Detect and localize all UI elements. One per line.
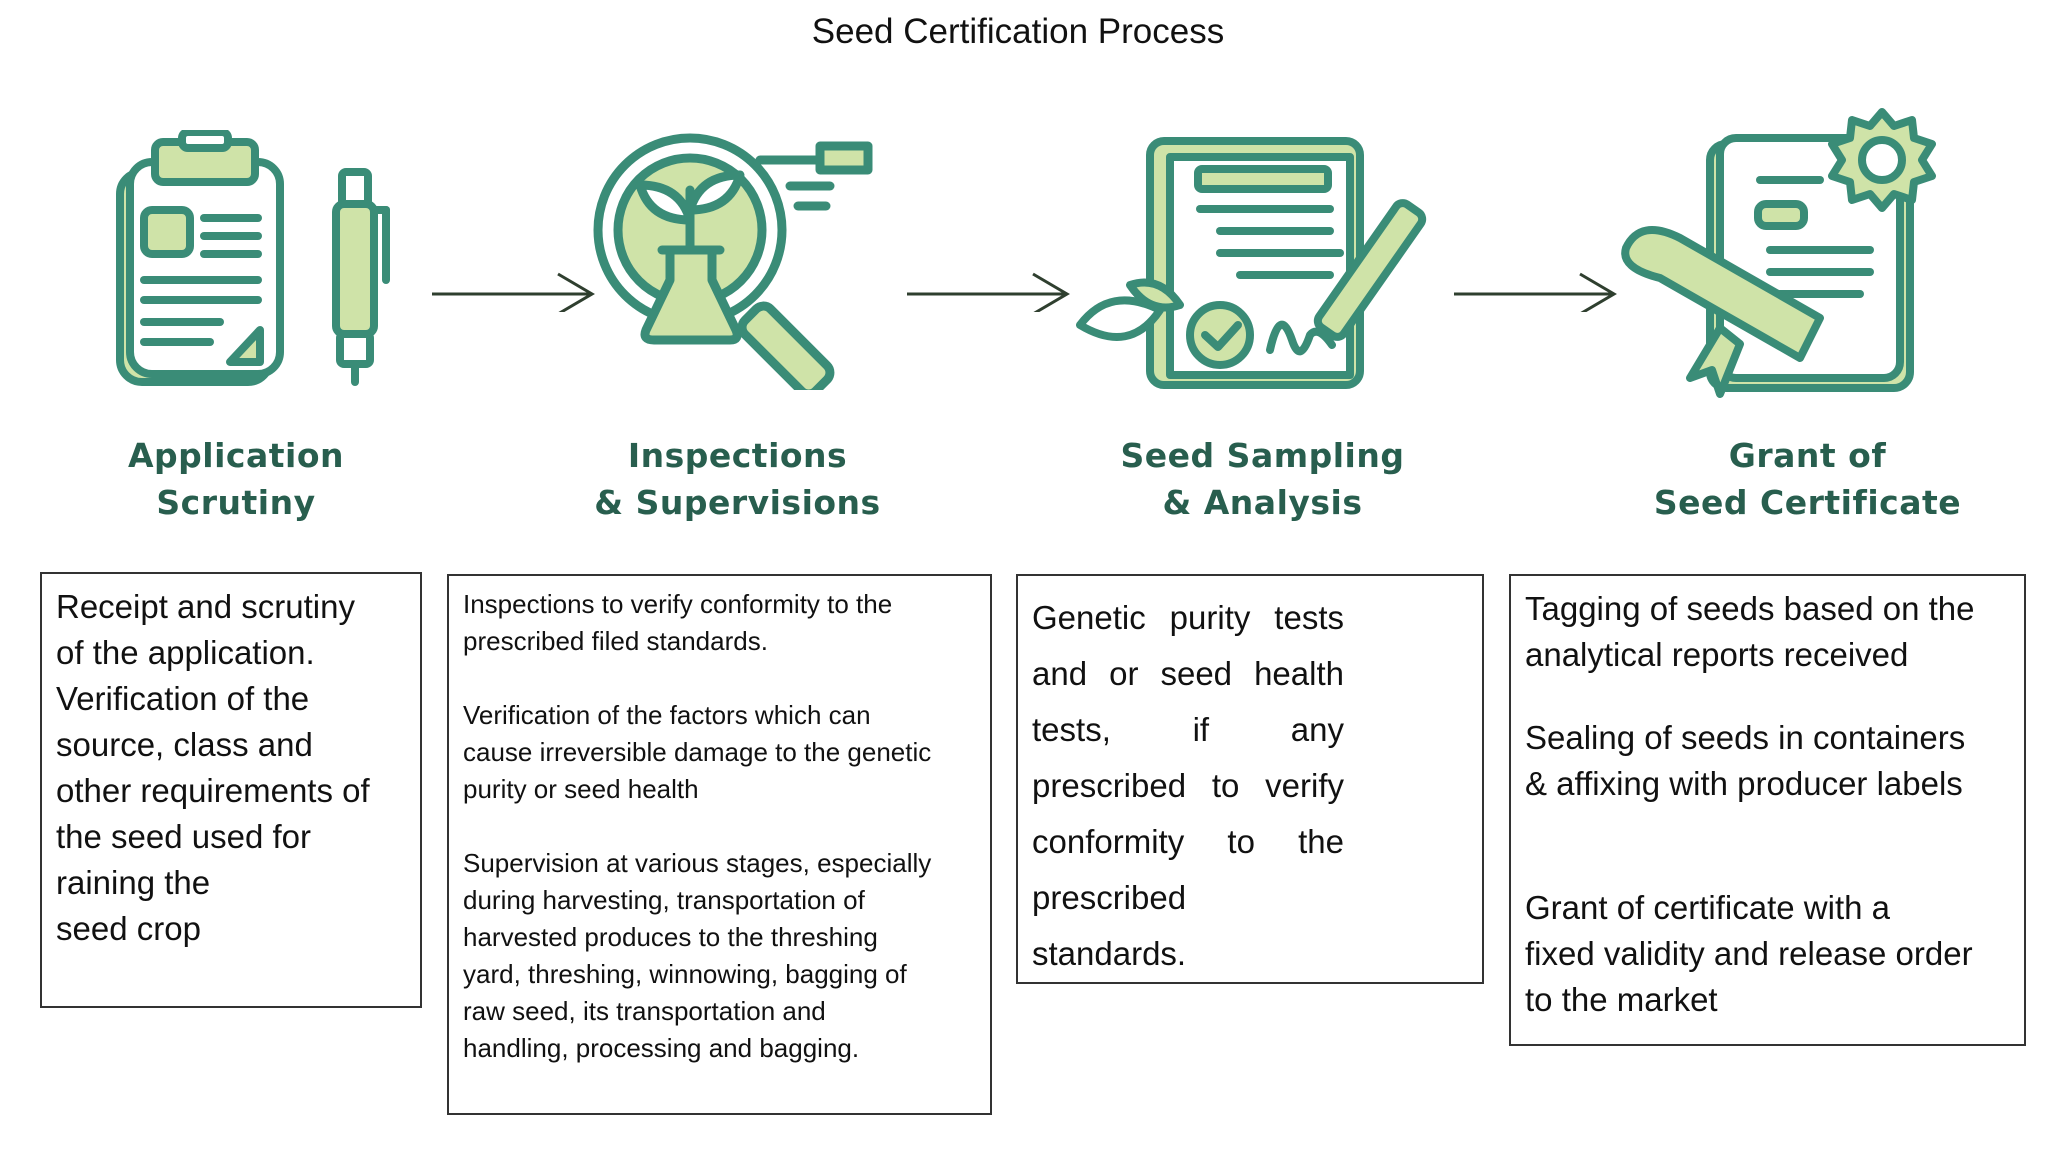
step-4-label: Grant of Seed Certificate — [1653, 436, 1962, 522]
step-2-description: Inspections to verify conformity to the … — [447, 574, 992, 1115]
arrow-2-3 — [907, 272, 1070, 312]
step-2-label: Inspections & Supervisions — [594, 436, 881, 522]
step-3-label: Seed Sampling & Analysis — [1120, 436, 1405, 522]
clipboard-pen-icon — [116, 130, 390, 386]
step-4-description: Tagging of seeds based on the analytical… — [1509, 574, 2026, 1046]
magnifier-plant-icon — [593, 133, 873, 390]
arrow-3-4 — [1454, 272, 1617, 312]
arrow-1-2 — [432, 272, 595, 312]
step-1-description: Receipt and scrutiny of the application.… — [40, 572, 422, 1008]
document-sign-icon — [1076, 137, 1427, 389]
certificate-badge-icon — [1621, 108, 1936, 398]
diagram-title: Seed Certification Process — [811, 12, 1225, 51]
step-3-description: Genetic purity tests and or seed health … — [1016, 574, 1484, 984]
step-1-label: Application Scrutiny — [128, 436, 344, 522]
